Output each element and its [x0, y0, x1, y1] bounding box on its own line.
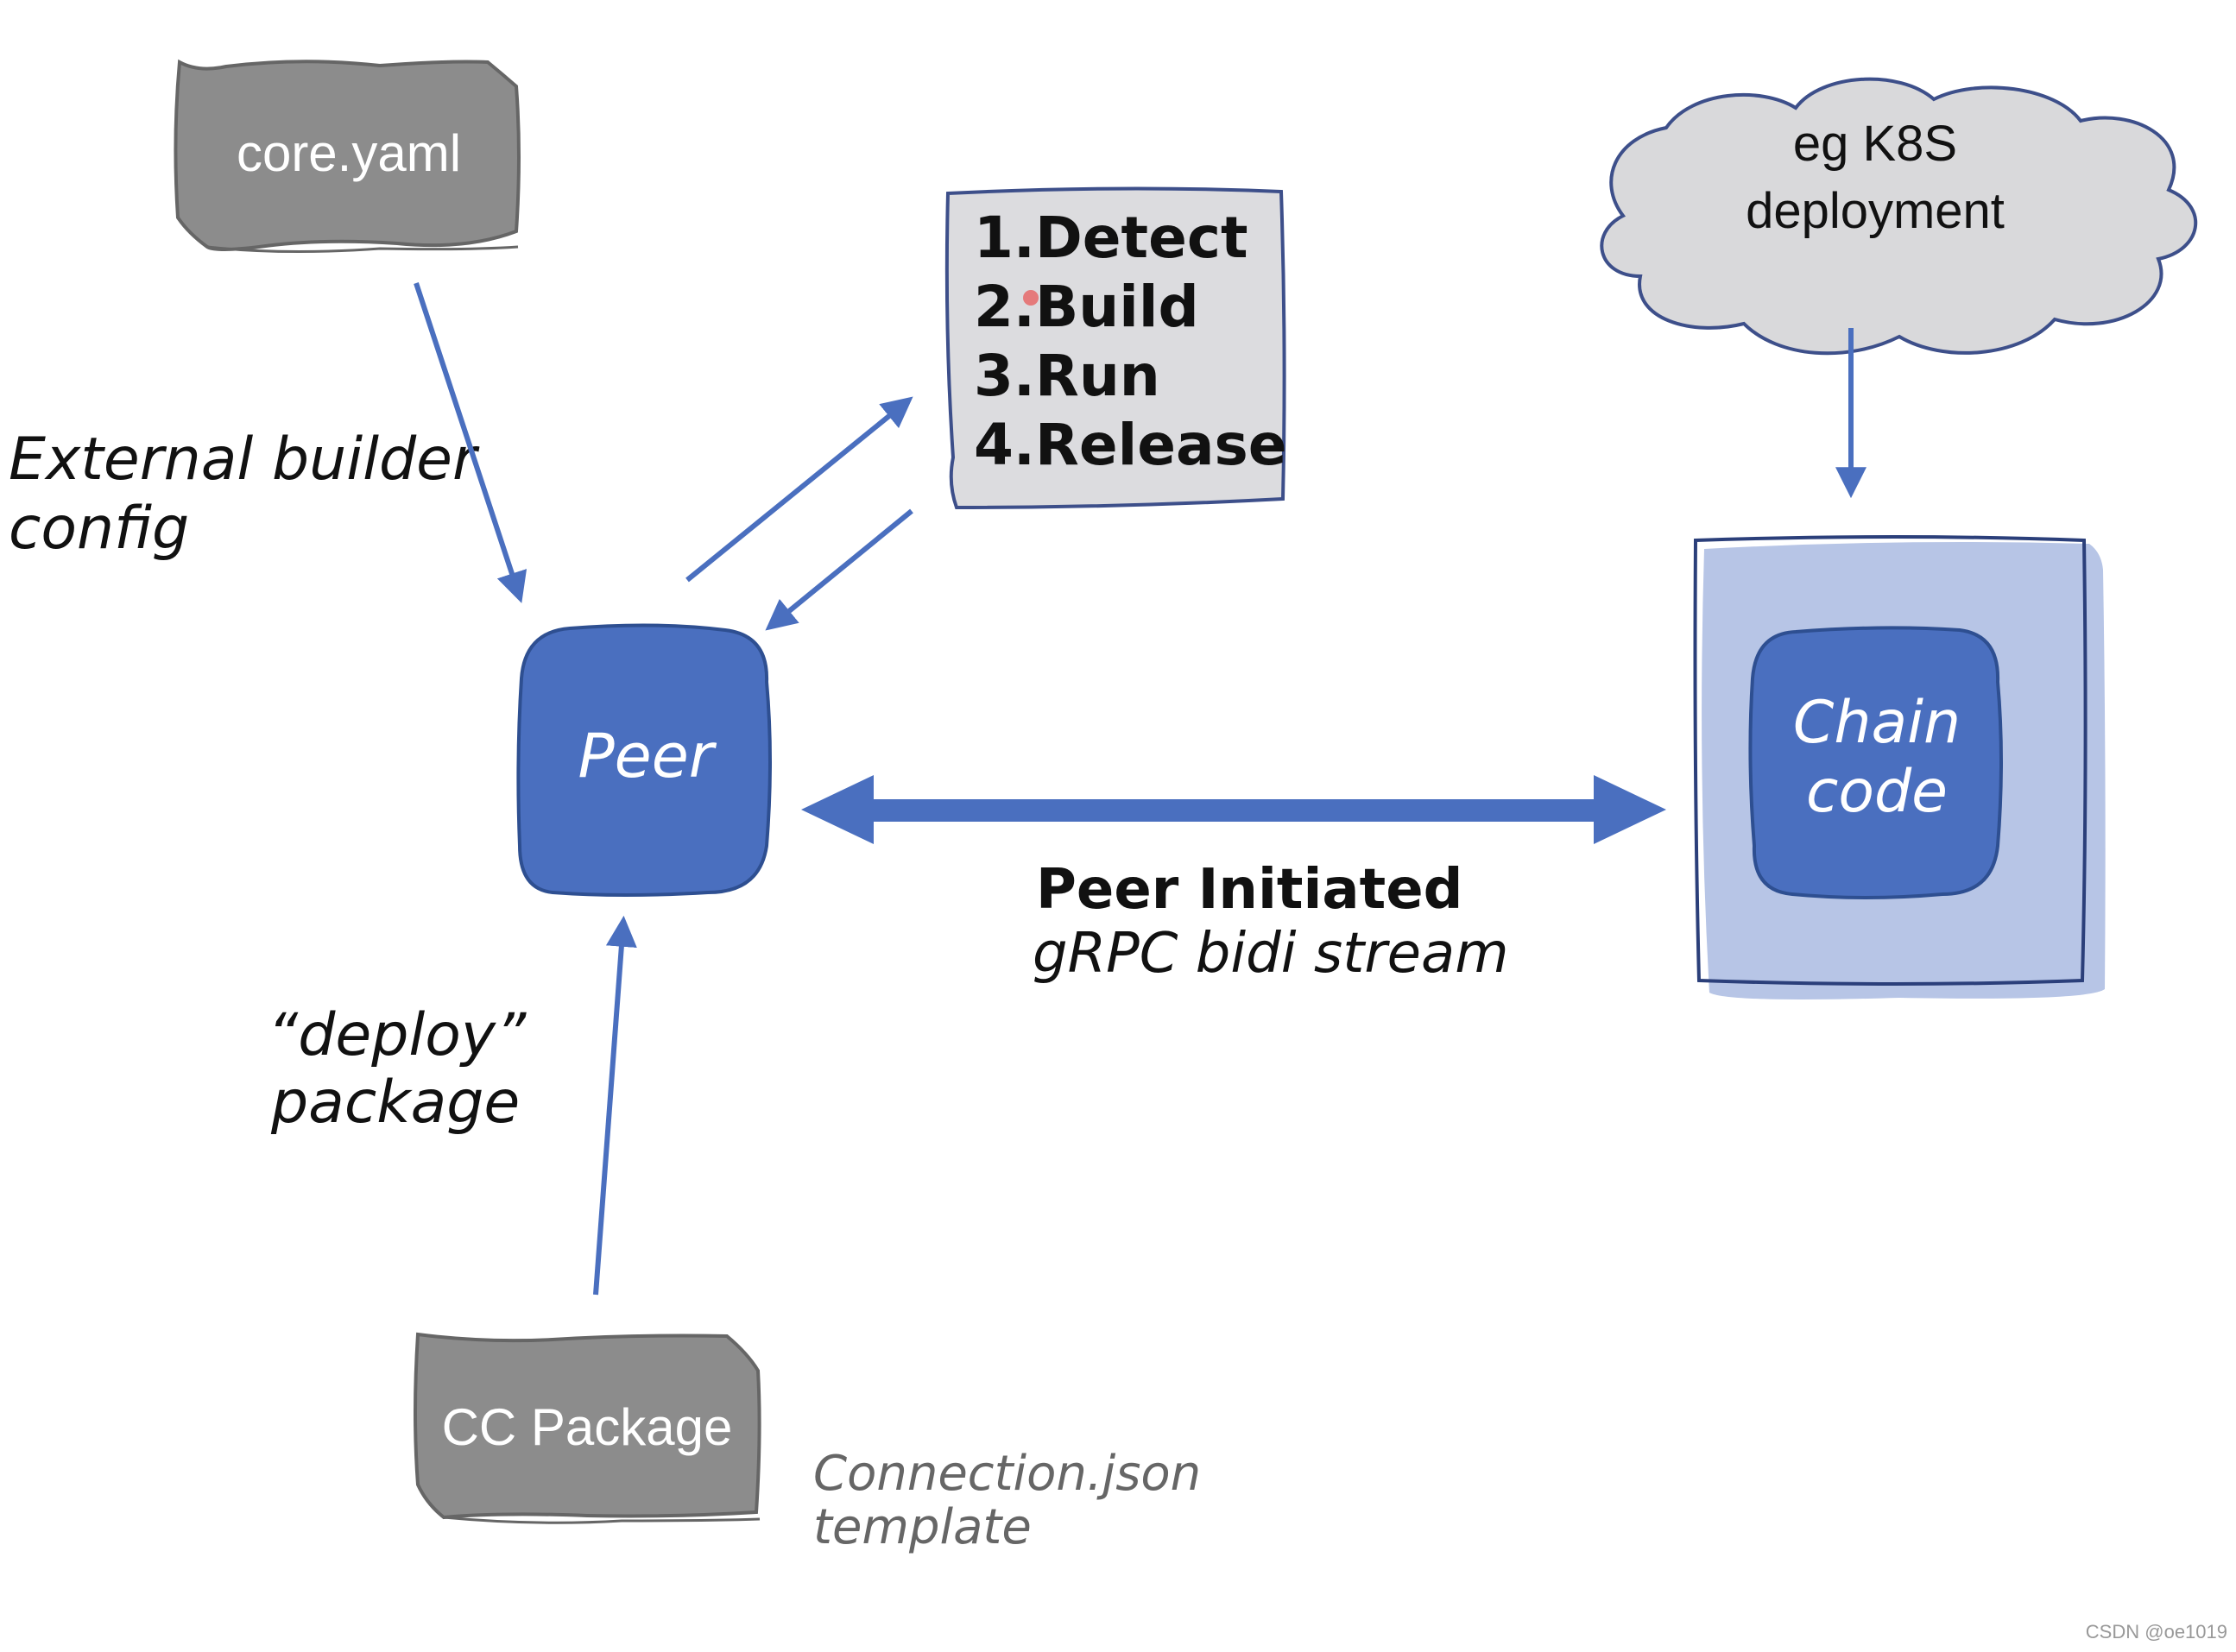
cursor-marker — [1023, 290, 1039, 306]
core-yaml-box: core.yaml — [174, 59, 521, 254]
bidi-stream-arrow — [801, 775, 1666, 844]
connection-json-line-2: template — [813, 1499, 1032, 1555]
steps-item-detect: 1.Detect — [974, 205, 1248, 271]
arrow-cc-package-to-peer — [593, 915, 637, 1296]
k8s-cloud-line-2: deployment — [1746, 183, 2005, 239]
stream-title: Peer Initiated — [1036, 858, 1462, 922]
arrow-peer-to-steps — [685, 396, 913, 583]
core-yaml-shadow-edge — [206, 245, 519, 254]
deploy-package-line-2: package — [270, 1069, 520, 1137]
k8s-cloud-shape — [1600, 77, 2198, 356]
connection-json-line-1: Connection.json — [813, 1446, 1201, 1502]
arrow-core-yaml-to-peer — [414, 282, 527, 603]
peer-node-shape — [516, 623, 772, 897]
steps-item-release: 4.Release — [974, 412, 1287, 478]
external-builder-line-2: config — [9, 495, 189, 563]
peer-node: Peer — [516, 623, 772, 897]
cc-package-shadow-edge — [443, 1516, 761, 1524]
chaincode-label-line-2: code — [1806, 758, 1948, 826]
chaincode-node-shape — [1748, 626, 2003, 899]
cc-package-box: CC Package — [414, 1332, 761, 1524]
watermark: CSDN @oe1019 — [2086, 1621, 2227, 1643]
steps-item-run: 3.Run — [974, 343, 1160, 409]
chaincode-container-outline — [1693, 535, 2088, 986]
steps-box-shape — [944, 186, 1286, 510]
chaincode-container: Chain code — [1693, 535, 2106, 999]
cc-package-label: CC Package — [442, 1398, 733, 1456]
k8s-cloud-line-1: eg K8S — [1793, 116, 1957, 172]
k8s-cloud: eg K8S deployment — [1600, 77, 2198, 356]
cc-package-shape — [414, 1332, 761, 1520]
core-yaml-label: core.yaml — [237, 124, 461, 182]
steps-item-build: 2.Build — [974, 274, 1199, 340]
chaincode-label-line-1: Chain — [1793, 689, 1961, 757]
stream-subtitle: gRPC bidi stream — [1033, 922, 1509, 986]
bidi-stream-arrow-shape — [801, 775, 1666, 844]
steps-box: 1.Detect 2.Build 3.Run 4.Release — [944, 186, 1287, 510]
core-yaml-shape — [174, 59, 521, 251]
arrow-steps-to-peer — [765, 508, 913, 631]
external-builder-line-1: External builder — [9, 426, 480, 494]
deploy-package-line-1: “deploy” — [268, 1001, 527, 1069]
peer-node-label: Peer — [578, 721, 717, 791]
